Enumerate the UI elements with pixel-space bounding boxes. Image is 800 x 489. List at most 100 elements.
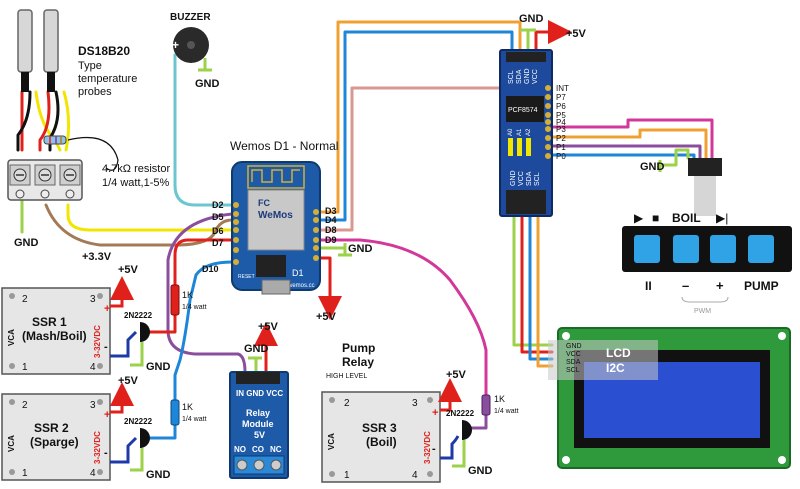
button-stop-symbol: ■: [652, 211, 659, 225]
pump-relay-line1: Pump: [342, 341, 375, 355]
ssr1-5v: +5V: [118, 264, 139, 276]
ssr2-gnd: GND: [146, 469, 171, 481]
button-minus-label: –: [682, 278, 689, 293]
wire-button-gnd: [658, 148, 690, 167]
wire-pcf-vcc: [534, 30, 554, 52]
relay-label2: Module: [242, 419, 274, 429]
lcd-subtitle: I2C: [606, 361, 625, 375]
buzzer-label: BUZZER: [170, 12, 211, 23]
pcf-top-sda: SDA: [516, 69, 523, 84]
wemos-brand: WeMos: [258, 210, 293, 221]
ssr2-transistor-label: 2N2222: [124, 417, 153, 426]
pcf-pin-p3: P3: [556, 125, 566, 134]
relay-co: CO: [252, 445, 264, 454]
ssr1-transistor: [140, 322, 150, 342]
ssr2-pin3: 3: [90, 400, 96, 411]
pcf8574-module: SCL SDA GND VCC PCF8574 A0 A1 A2 INT P7 …: [499, 13, 587, 217]
button-panel: GND ▶ ■ BOIL ▶| II – + PUMP PWM: [622, 158, 792, 315]
button-boil-label: BOIL: [672, 211, 701, 225]
ssr1-pin3: 3: [90, 294, 96, 305]
wire-ssr3-resistor-out: [466, 413, 488, 430]
pin-d7: D7: [212, 238, 224, 248]
button-4[interactable]: [748, 235, 774, 263]
relay-label3: 5V: [254, 430, 265, 440]
ssr1-transistor-label: 2N2222: [124, 311, 153, 320]
ssr1-title1: SSR 1: [32, 315, 67, 329]
terminal-block: GND +3.3V: [7, 159, 112, 263]
ssr1-plus: +: [104, 303, 110, 315]
wire-probe-black-1: [16, 90, 32, 152]
button-pump-label: PUMP: [744, 279, 779, 293]
pump-relay-line2: Relay: [342, 355, 374, 369]
ssr1-gnd: GND: [146, 361, 171, 373]
pcf-pin-int: INT: [556, 84, 569, 93]
wemos-gnd-label: GND: [348, 243, 373, 255]
pin-d4: D4: [325, 215, 337, 225]
ssr1-pin2: 2: [22, 294, 28, 305]
pin-d5: D5: [212, 212, 224, 222]
r1-value: 1K: [182, 290, 193, 300]
lcd-pin-sda: SDA: [566, 359, 581, 366]
wemos-d1-board: Wemos D1 - Normal WeMos FC D1 wemos.cc R…: [202, 139, 373, 323]
ssr3-gnd: GND: [468, 465, 493, 477]
probes-line1: Type: [78, 60, 102, 72]
probes-line3: probes: [78, 86, 112, 98]
wire-d7-ssr1: [173, 238, 234, 287]
terminal-3v3-label: +3.3V: [82, 251, 112, 263]
pcf-top-gnd: GND: [524, 68, 531, 84]
relay-5v: +5V: [258, 321, 279, 333]
lcd-pin-gnd: GND: [566, 343, 582, 350]
resistor-1k-ssr2: 1K 1/4 watt: [170, 399, 207, 426]
ssr3-dc: 3-32VDC: [423, 431, 432, 464]
wemos-5v-label: +5V: [316, 311, 337, 323]
relay-no: NO: [234, 445, 246, 454]
wire-d8-int: [318, 86, 546, 232]
relay-gnd: GND: [244, 343, 269, 355]
wire-lcd-gnd: [512, 213, 554, 347]
lcd-title: LCD: [606, 346, 631, 360]
ssr3-5v: +5V: [446, 369, 467, 381]
wire-d5-relay: [166, 212, 247, 374]
wire-d3-scl: [318, 20, 522, 214]
ssr3-pin2: 2: [344, 398, 350, 409]
wire-d10-ssr2: [173, 260, 234, 402]
ssr3-title1: SSR 3: [362, 421, 397, 435]
wire-p1: [551, 144, 702, 160]
ssr1-pin1: 1: [22, 362, 28, 373]
button-3[interactable]: [710, 235, 736, 263]
lcd-module: GND VCC SDA SCL LCD I2C: [548, 327, 791, 469]
ssr1-pin4: 4: [90, 362, 96, 373]
svg-text:FC: FC: [258, 198, 270, 208]
button-2[interactable]: [673, 235, 699, 263]
pin-d9: D9: [325, 235, 337, 245]
ssr3-pin3: 3: [412, 398, 418, 409]
terminal-gnd-label: GND: [14, 237, 39, 249]
pcf-pin-p6: P6: [556, 102, 566, 111]
pcf-pin-p2: P2: [556, 134, 566, 143]
r3-watt: 1/4 watt: [494, 408, 519, 415]
pin-d3: D3: [325, 206, 337, 216]
relay-module: +5V GND IN GND VCC Relay Module 5V NO CO…: [229, 321, 289, 479]
wire-p3: [551, 118, 714, 160]
pin-d2: D2: [212, 200, 224, 210]
r2-watt: 1/4 watt: [182, 416, 207, 423]
ssr2-title1: SSR 2: [34, 421, 69, 435]
resistor-1k-ssr3: 1K 1/4 watt: [481, 394, 519, 416]
wire-d9-ssr3: [318, 238, 488, 397]
wire-probe-yellow-2: [62, 90, 71, 152]
button-plus-label: +: [716, 278, 724, 293]
button-1[interactable]: [634, 235, 660, 263]
ssr2-5v: +5V: [118, 375, 139, 387]
ssr2-vca: VCA: [7, 435, 16, 452]
ssr1-title2: (Mash/Boil): [22, 329, 87, 343]
wire-p0: [551, 153, 696, 160]
resistor-note-line1: 4.7kΩ resistor: [102, 163, 170, 175]
pcf-pin-p7: P7: [556, 93, 566, 102]
pcf-right-pins: [545, 85, 551, 159]
buzzer-gnd-label: GND: [195, 78, 220, 90]
buzzer: BUZZER + GND: [170, 12, 220, 90]
ssr3-transistor-label: 2N2222: [446, 409, 475, 418]
pcf-addr-a0: A0: [508, 128, 514, 136]
ssr3-pin4: 4: [412, 470, 418, 481]
